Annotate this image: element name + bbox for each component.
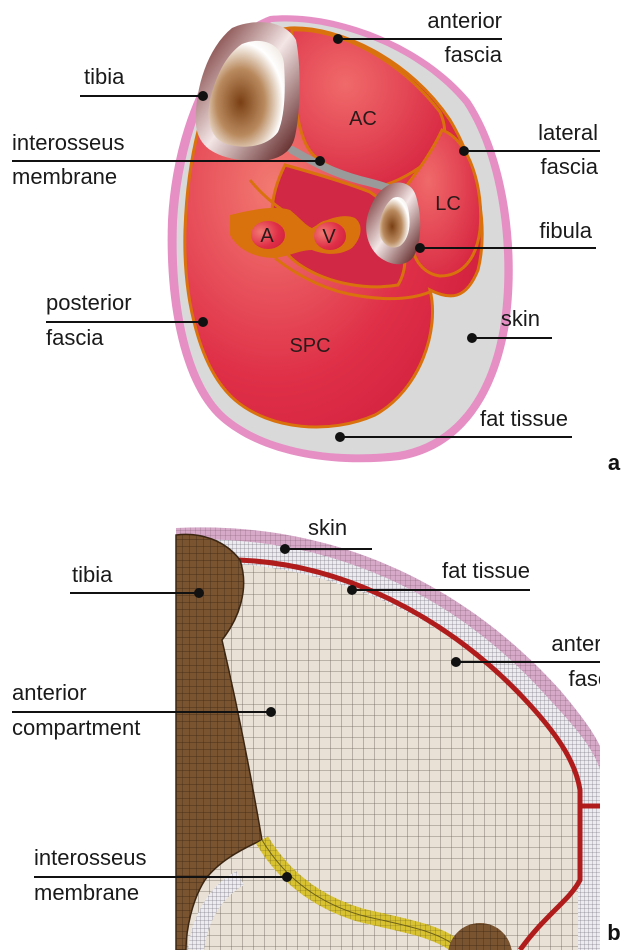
skin-label-b: skin [308, 515, 347, 540]
panel-letter-b: b [607, 920, 620, 945]
panel-b: skin tibia fat tissue anterior fascia an… [12, 515, 628, 950]
interosseus-label-line2: membrane [12, 164, 117, 189]
callout-tibia-a: tibia [80, 64, 208, 101]
tibia-label-b: tibia [72, 562, 113, 587]
interosseus-label-b-line2: membrane [34, 880, 139, 905]
anterior-fascia-label-line1: anterior [427, 8, 502, 33]
lateral-fascia-label-line1: lateral [538, 120, 598, 145]
anterior-fascia-label-line2: fascia [445, 42, 503, 67]
anterior-fascia-label-b-line1: anterior [551, 631, 626, 656]
posterior-fascia-label-line1: posterior [46, 290, 132, 315]
region-label-v: V [322, 226, 336, 248]
fibula-label: fibula [539, 218, 592, 243]
interosseus-label-b-line1: interosseus [34, 845, 147, 870]
anterior-compartment-label-line1: anterior [12, 680, 87, 705]
lateral-fascia-label-line2: fascia [541, 154, 599, 179]
region-label-lc: LC [435, 193, 461, 215]
fat-tissue-label-b: fat tissue [442, 558, 530, 583]
posterior-fascia-label-line2: fascia [46, 325, 104, 350]
fat-tissue-label-a: fat tissue [480, 406, 568, 431]
anterior-fascia-label-b-line2: fascia [569, 666, 627, 691]
region-label-a: A [260, 225, 274, 247]
region-label-ac: AC [349, 108, 377, 130]
tibia-label: tibia [84, 64, 125, 89]
panel-a: AC LC A V SPC anterior fascia tibia inte… [12, 8, 621, 475]
anterior-compartment-label-line2: compartment [12, 715, 140, 740]
callout-skin-b: skin [280, 515, 372, 554]
panel-letter-a: a [608, 450, 621, 475]
interosseus-label-line1: interosseus [12, 130, 125, 155]
skin-label-a: skin [501, 306, 540, 331]
region-label-spc: SPC [289, 335, 330, 357]
